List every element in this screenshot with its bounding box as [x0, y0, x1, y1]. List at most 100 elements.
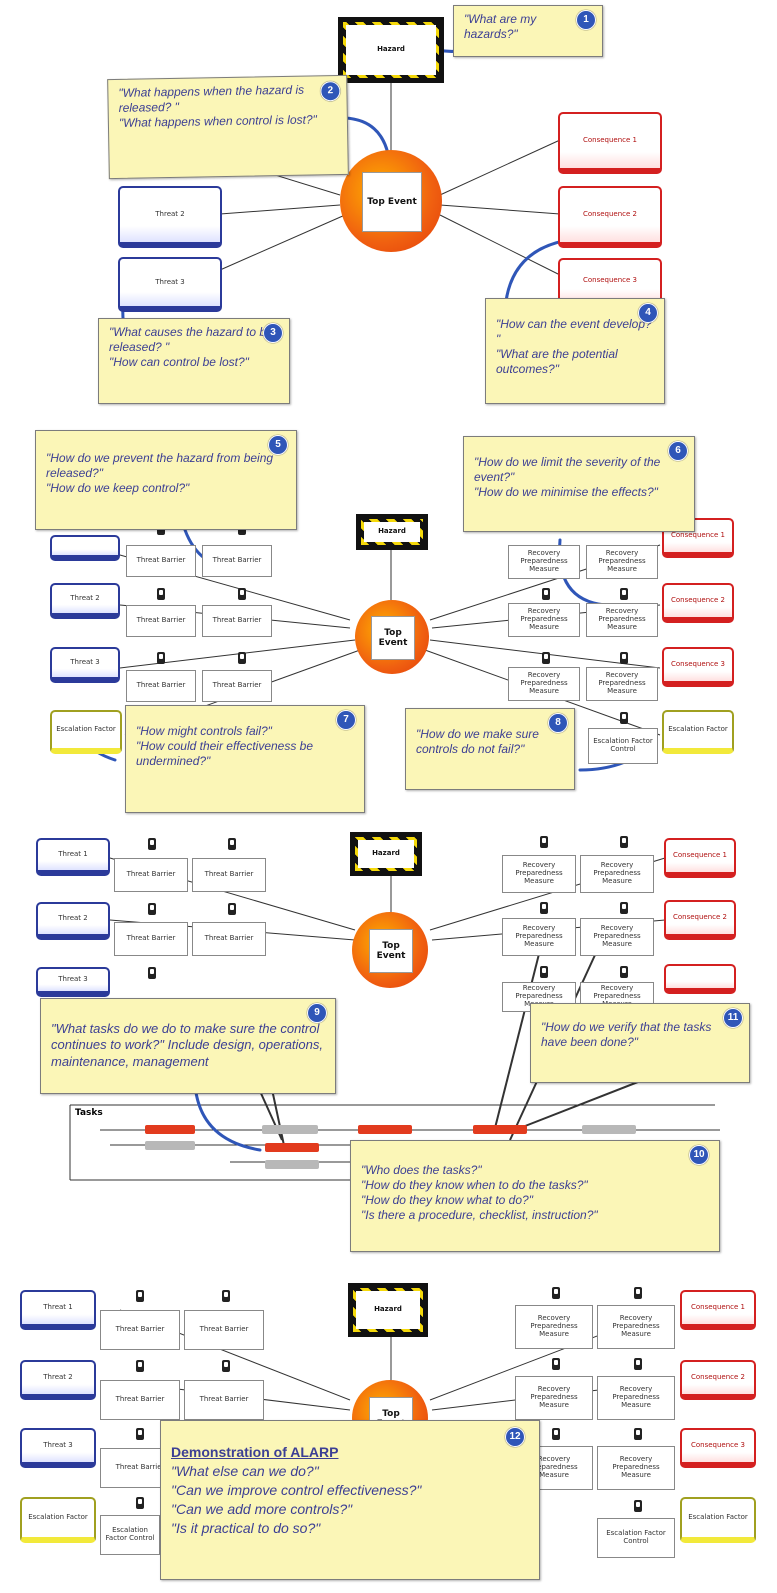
note-line: "How do we prevent the hazard from being… — [46, 451, 274, 480]
consequence-2-box: Consequence 2 — [662, 583, 734, 623]
escalation-control-label: Escalation Factor Control — [105, 1526, 155, 1542]
threat-barrier: Threat Barrier — [202, 670, 272, 702]
lock-icon — [620, 588, 628, 600]
recovery-measure: Recovery Preparedness Measure — [515, 1305, 593, 1349]
note-line: "How do we keep control?" — [46, 481, 190, 495]
threat-barrier: Threat Barrier — [192, 922, 266, 956]
tasks-label: Tasks — [75, 1108, 103, 1118]
hazard-box: Hazard — [350, 832, 422, 876]
lock-icon — [228, 838, 236, 850]
lock-icon — [552, 1358, 560, 1370]
consequence-1-box: Consequence 1 — [664, 838, 736, 878]
lock-icon — [238, 652, 246, 664]
top-event-label: Top Event — [371, 616, 415, 660]
escalation-label: Escalation Factor — [28, 1513, 88, 1522]
recovery-measure: Recovery Preparedness Measure — [508, 545, 580, 579]
note-line: "How do they know what to do?" — [361, 1193, 533, 1207]
recovery-label: Recovery Preparedness Measure — [598, 549, 646, 573]
lock-icon — [634, 1500, 642, 1512]
threat-3-box: Threat 3 — [36, 967, 110, 997]
threat-3-box: Threat 3 — [20, 1428, 96, 1468]
badge-4: 4 — [638, 303, 658, 323]
recovery-measure: Recovery Preparedness Measure — [508, 603, 580, 637]
note-line: "How can control be lost?" — [109, 355, 249, 369]
top-event-label: Top Event — [362, 172, 422, 232]
lock-icon — [136, 1360, 144, 1372]
threat-barrier: Threat Barrier — [114, 858, 188, 892]
badge-6: 6 — [668, 441, 688, 461]
barrier-label: Threat Barrier — [212, 681, 262, 690]
recovery-label: Recovery Preparedness Measure — [593, 861, 641, 885]
threat-3-box: Threat 3 — [118, 257, 222, 312]
recovery-label: Recovery Preparedness Measure — [515, 861, 563, 885]
threat-barrier: Threat Barrier — [126, 545, 196, 577]
hazard-label: Hazard — [356, 1291, 420, 1329]
badge-10: 10 — [689, 1145, 709, 1165]
consequence-3-box — [664, 964, 736, 994]
badge-8: 8 — [548, 713, 568, 733]
badge-3: 3 — [263, 323, 283, 343]
threat-barrier: Threat Barrier — [126, 605, 196, 637]
badge-11: 11 — [723, 1008, 743, 1028]
lock-icon — [148, 838, 156, 850]
consequence-3-box: Consequence 3 — [662, 647, 734, 687]
threat-1-box — [50, 535, 120, 561]
threat-2-box: Threat 2 — [20, 1360, 96, 1400]
recovery-label: Recovery Preparedness Measure — [520, 671, 568, 695]
note-9: "What tasks do we do to make sure the co… — [40, 998, 336, 1094]
task-bar — [145, 1125, 195, 1134]
threat-barrier: Threat Barrier — [100, 1310, 180, 1350]
escalation-factor-box: Escalation Factor — [662, 710, 734, 754]
escalation-control-label: Escalation Factor Control — [593, 737, 653, 753]
threat-label: Threat 1 — [58, 850, 88, 859]
escalation-label: Escalation Factor — [688, 1513, 748, 1522]
threat-3-box: Threat 3 — [50, 647, 120, 683]
recovery-measure: Recovery Preparedness Measure — [580, 855, 654, 893]
barrier-label: Threat Barrier — [115, 1395, 165, 1404]
lock-icon — [136, 1428, 144, 1440]
task-bar — [262, 1125, 318, 1134]
barrier-label: Threat Barrier — [136, 616, 186, 625]
hazard-box: Hazard — [356, 514, 428, 550]
barrier-label: Threat Barrier — [199, 1395, 249, 1404]
consequence-label: Consequence 3 — [690, 1441, 746, 1450]
threat-barrier: Threat Barrier — [202, 605, 272, 637]
threat-label: Threat 2 — [43, 1373, 73, 1382]
recovery-measure: Recovery Preparedness Measure — [586, 603, 658, 637]
threat-barrier: Threat Barrier — [114, 922, 188, 956]
lock-icon — [157, 652, 165, 664]
note-line: "How can the event develop? " — [496, 317, 652, 346]
threat-label: Threat 2 — [58, 914, 88, 923]
barrier-label: Threat Barrier — [212, 616, 262, 625]
barrier-label: Threat Barrier — [199, 1325, 249, 1334]
task-bar — [582, 1125, 636, 1134]
note-1: "What are my hazards?" 1 — [453, 5, 603, 57]
escalation-control-label: Escalation Factor Control — [606, 1529, 666, 1545]
barrier-label: Threat Barrier — [136, 556, 186, 565]
badge-1: 1 — [576, 10, 596, 30]
lock-icon — [238, 588, 246, 600]
recovery-label: Recovery Preparedness Measure — [612, 1385, 660, 1409]
barrier-label: Threat Barrier — [126, 934, 176, 943]
lock-icon — [552, 1287, 560, 1299]
note-11: "How do we verify that the tasks have be… — [530, 1003, 750, 1083]
note-line: "How could their effectiveness be underm… — [136, 739, 314, 768]
recovery-label: Recovery Preparedness Measure — [598, 607, 646, 631]
recovery-label: Recovery Preparedness Measure — [520, 549, 568, 573]
lock-icon — [620, 712, 628, 724]
recovery-measure: Recovery Preparedness Measure — [597, 1305, 675, 1349]
lock-icon — [136, 1497, 144, 1509]
note-8: "How do we make sure controls do not fai… — [405, 708, 575, 790]
escalation-label: Escalation Factor — [668, 725, 728, 734]
barrier-label: Threat Barrier — [115, 1463, 165, 1472]
badge-7: 7 — [336, 710, 356, 730]
note-3: "What causes the hazard to be released? … — [98, 318, 290, 404]
badge-9: 9 — [307, 1003, 327, 1023]
note-line: "How might controls fail?" — [136, 724, 272, 738]
threat-barrier: Threat Barrier — [126, 670, 196, 702]
lock-icon — [228, 903, 236, 915]
recovery-measure: Recovery Preparedness Measure — [597, 1446, 675, 1490]
top-event-label: Top Event — [368, 928, 414, 974]
escalation-factor-box: Escalation Factor — [680, 1497, 756, 1543]
note-text: "What tasks do we do to make sure the co… — [51, 1021, 324, 1069]
